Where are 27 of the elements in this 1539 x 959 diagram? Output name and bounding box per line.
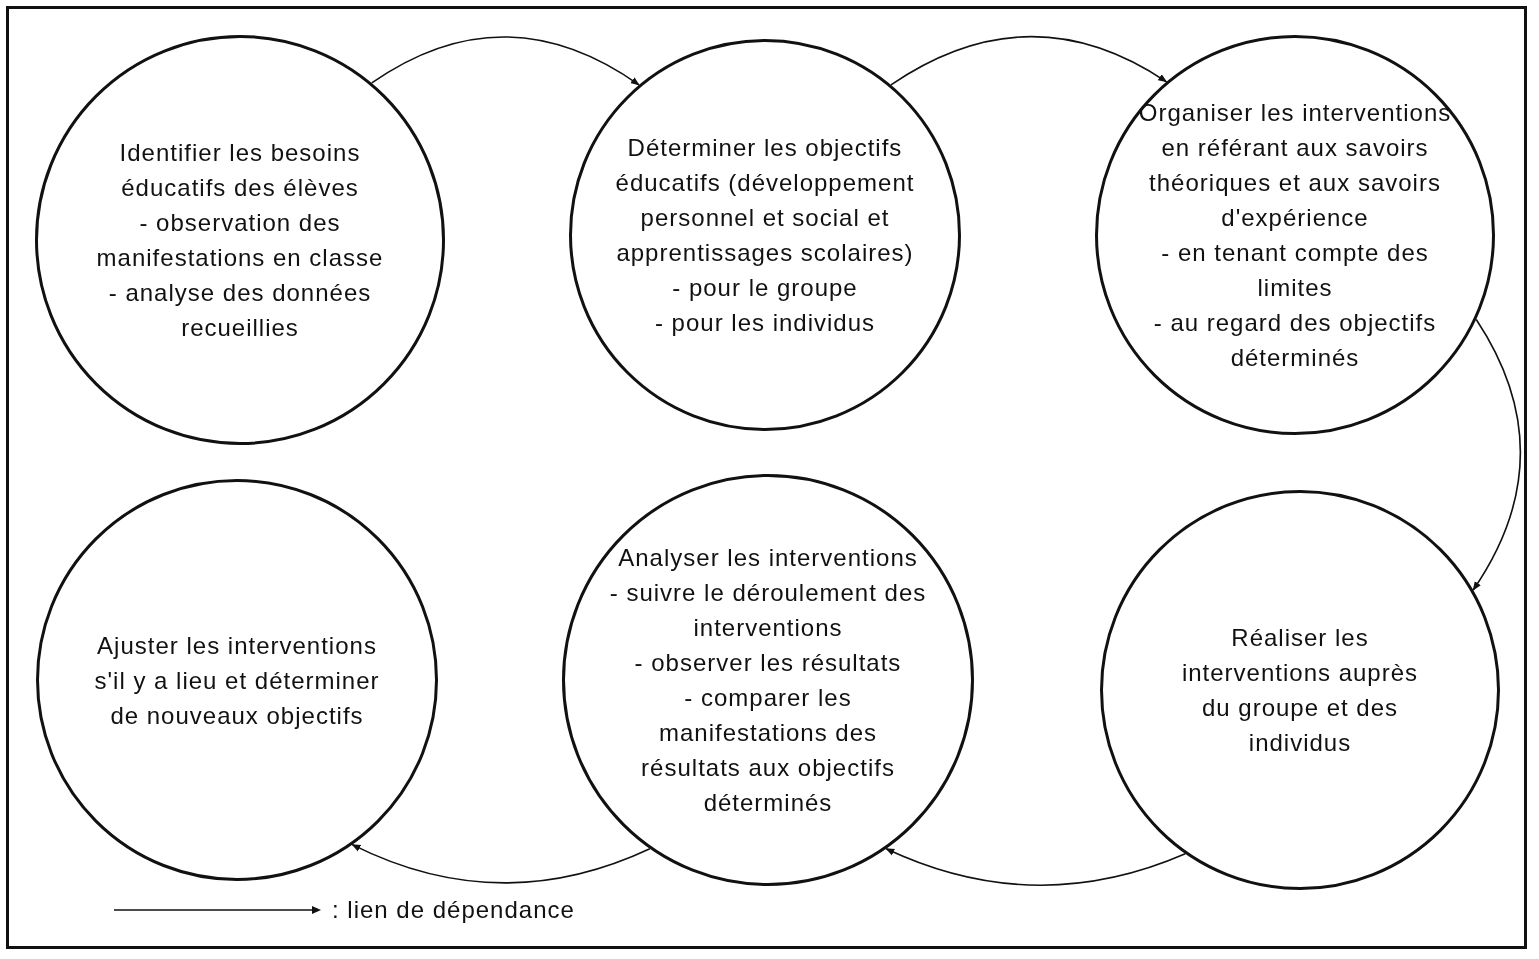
step-text: Ajuster les interventions s'il y a lieu et déterminer de nouveaux objectifs — [93, 630, 381, 731]
step-text: - suivre le déroulement des interventions — [608, 578, 928, 643]
curved-arrow — [370, 36, 640, 86]
step-text: - comparer les manifestations des résultats aux objectifs déterminés — [640, 683, 896, 818]
legend-label: : lien de dépendance — [332, 896, 575, 924]
step-text: - analyse des données recueillies — [107, 278, 373, 343]
step-text: - en tenant compte des limites — [1160, 238, 1430, 303]
step-text: - observer les résultats — [633, 648, 903, 678]
step-text: Analyser les interventions — [617, 543, 919, 573]
curved-arrow — [885, 847, 1187, 886]
step-text: Déterminer les objectifs éducatifs (développement personnel et social et apprentissages scolaires) — [614, 133, 916, 268]
step-text: Organiser les interventions en référant aux savoirs théoriques et aux savoirs d'expérience — [1137, 98, 1453, 233]
curved-arrow — [351, 843, 651, 884]
step-text: - pour les individus — [653, 308, 877, 338]
step-circle — [569, 39, 961, 431]
step-circle — [1100, 490, 1500, 890]
step-text: - au regard des objectifs déterminés — [1152, 308, 1438, 373]
step-circle — [562, 474, 974, 886]
step-circle — [36, 479, 438, 881]
step-circle — [35, 35, 445, 445]
step-circle — [1095, 35, 1495, 435]
step-text: Identifier les besoins éducatifs des élèves — [118, 138, 362, 203]
step-text: Réaliser les interventions auprès du groupe et des individus — [1180, 623, 1420, 758]
step-text: - pour le groupe — [671, 273, 859, 303]
curved-arrow — [890, 35, 1168, 86]
step-text: - observation des manifestations en classe — [95, 208, 385, 273]
curved-arrow — [1472, 318, 1522, 591]
